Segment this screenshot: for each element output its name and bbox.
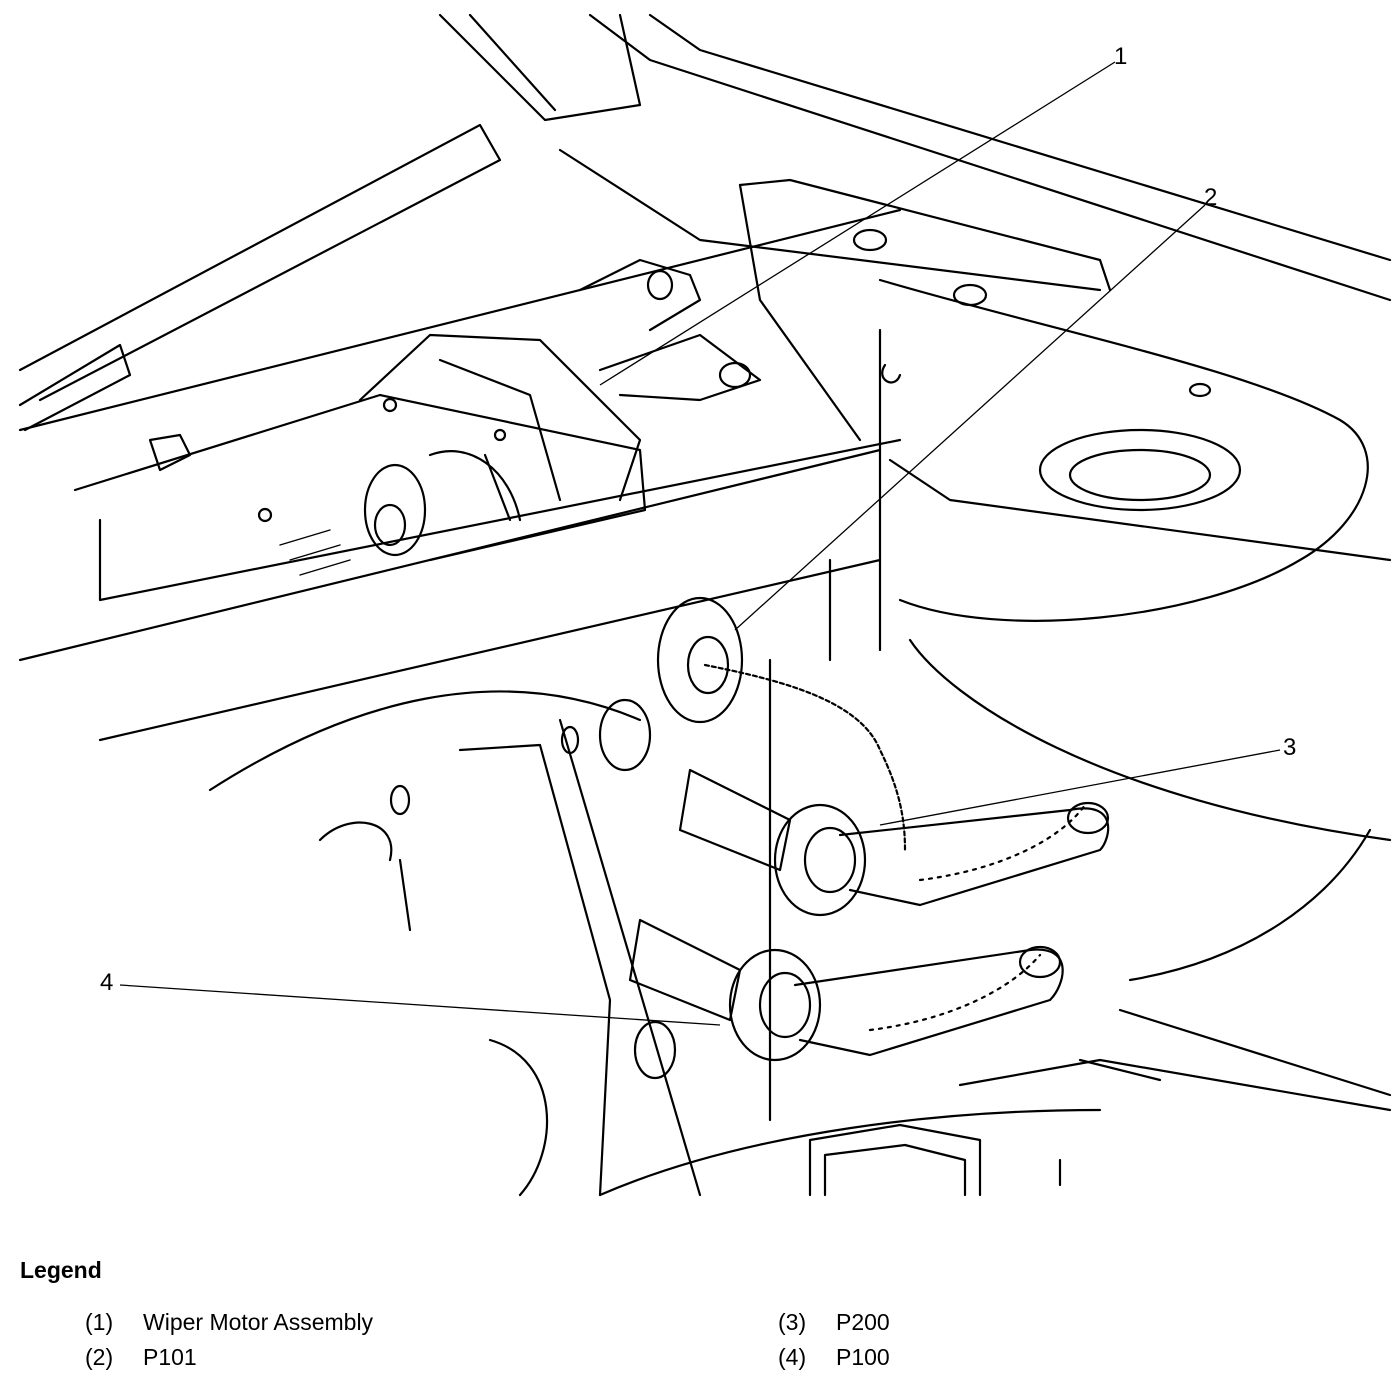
callout-3: 3 [1283, 734, 1296, 761]
lower-module [808, 828, 1392, 1197]
strut-tower [852, 228, 1392, 842]
wiper-motor-connector-illustration: 1 2 3 4 [18, 13, 1392, 1197]
leader-4 [119, 984, 721, 1026]
legend-title: Legend [20, 1257, 102, 1283]
legend-item-2: (2) P101 [85, 1344, 197, 1371]
legend-item-4-label: P100 [836, 1344, 890, 1370]
callout-2: 2 [1204, 184, 1217, 211]
legend-item-4: (4) P100 [778, 1344, 890, 1371]
leader-1 [599, 61, 1116, 386]
leader-2 [734, 204, 1206, 631]
legend-item-3-label: P200 [836, 1309, 890, 1335]
legend-item-1-number: (1) [85, 1309, 114, 1335]
callout-1: 1 [1114, 43, 1127, 70]
legend-item-4-number: (4) [778, 1344, 807, 1370]
callout-4: 4 [100, 969, 113, 996]
legend-item-1: (1) Wiper Motor Assembly [85, 1309, 373, 1336]
legend-item-2-number: (2) [85, 1344, 114, 1370]
legend-item-1-label: Wiper Motor Assembly [143, 1309, 374, 1335]
wiper-motor-assembly [73, 258, 902, 602]
legend-item-2-label: P101 [143, 1344, 197, 1370]
cowl-and-windshield [18, 13, 1392, 442]
p200-connector [678, 768, 1110, 917]
plenum-panel [18, 448, 1102, 1197]
p100-connector [628, 918, 1064, 1062]
legend-item-3-number: (3) [778, 1309, 807, 1335]
leader-3 [879, 749, 1281, 826]
p101-connector [656, 596, 907, 852]
legend-item-3: (3) P200 [778, 1309, 890, 1336]
